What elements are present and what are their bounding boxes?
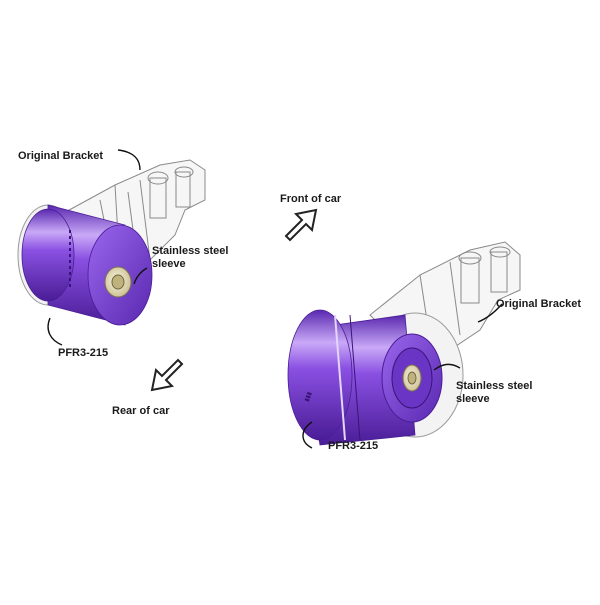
right-callouts: [302, 303, 503, 449]
rear-of-car-label: Rear of car: [112, 405, 170, 417]
right-bushing: ▮▮▮: [287, 309, 464, 446]
right-sleeve-label-line2: sleeve: [456, 393, 490, 405]
arrow-down-left-icon: [150, 358, 184, 392]
left-sleeve-label: Stainless steel sleeve: [152, 245, 228, 271]
left-sleeve-label-line1: Stainless steel: [152, 245, 229, 257]
arrow-up-right-icon: [284, 208, 318, 242]
right-bracket-label: Original Bracket: [496, 298, 581, 310]
left-part-leader: [47, 317, 63, 346]
right-bushing-embossed-mark: ▮▮▮: [304, 391, 313, 402]
right-sleeve-leader: [433, 363, 461, 371]
left-bracket-leader: [117, 149, 141, 171]
right-part-label: PFR3-215: [328, 440, 379, 452]
left-bracket-label: Original Bracket: [18, 150, 103, 162]
right-sleeve-label: Stainless steel sleeve: [456, 380, 532, 406]
left-bushing: [17, 204, 153, 326]
right-bracket-leader: [477, 303, 503, 323]
left-sleeve-leader: [133, 267, 148, 285]
right-sleeve-label-line1: Stainless steel: [456, 380, 533, 392]
front-of-car-label: Front of car: [280, 193, 342, 205]
right-part-leader: [302, 421, 313, 449]
left-part-label: PFR3-215: [58, 347, 109, 359]
left-callouts: [47, 149, 148, 346]
left-sleeve-label-line2: sleeve: [152, 258, 186, 270]
